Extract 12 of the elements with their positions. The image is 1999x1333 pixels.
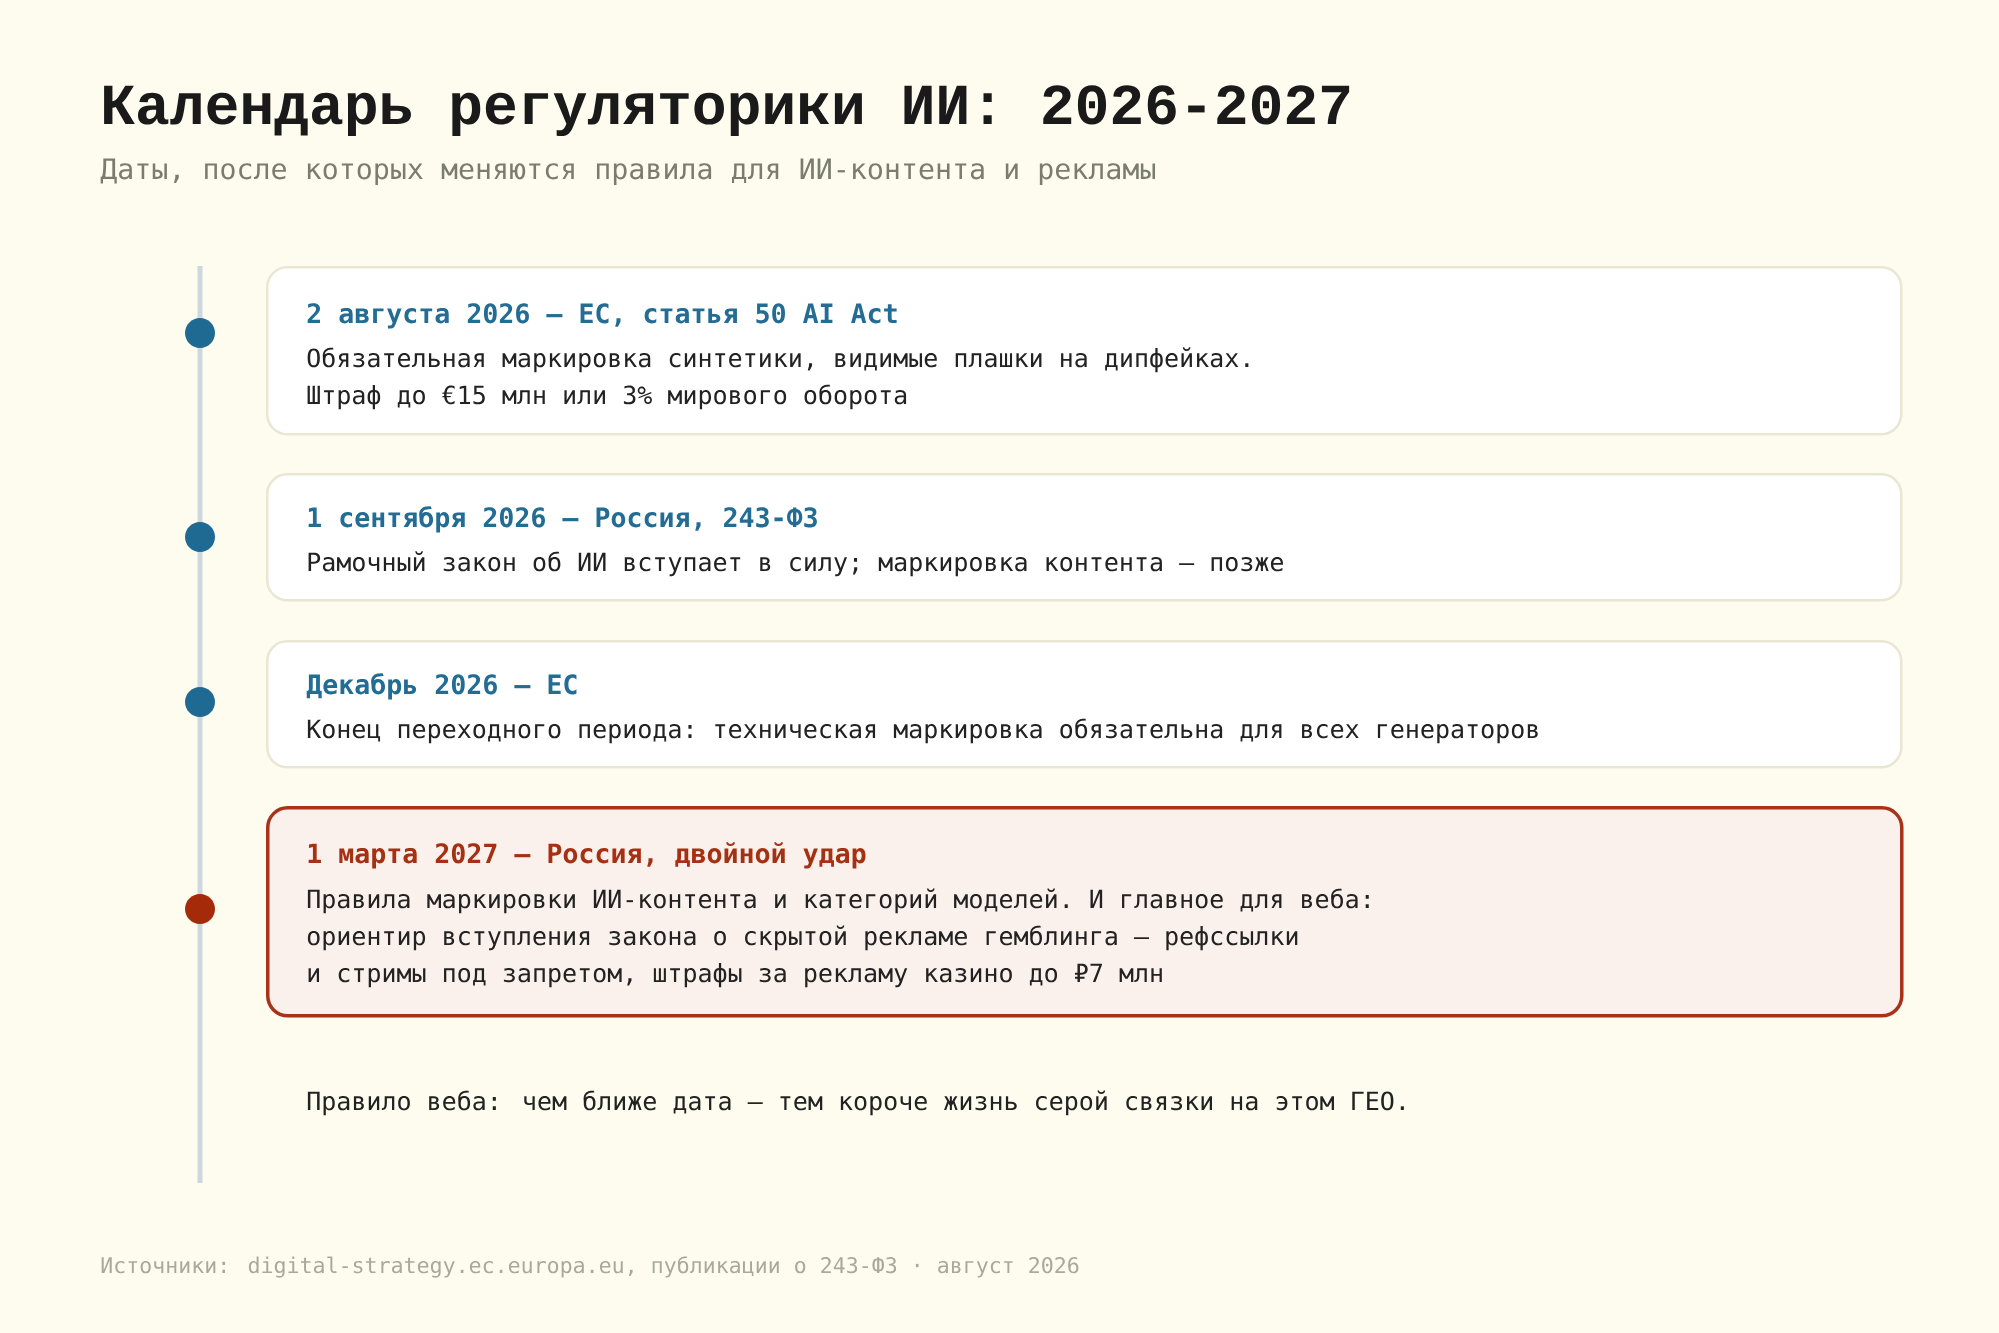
card-heading: 2 августа 2026 — ЕС, статья 50 AI Act — [307, 303, 897, 329]
card-text: Правила маркировки ИИ-контента и категорий моделей. И главное для веба: ориентир вступления закона о скрытой рекламе гемблинга — рефссылки и стримы под запретом, штрафы за рекламу казино до ₽7 млн — [307, 888, 1369, 988]
card-heading: 1 сентября 2026 — Россия, 243-ФЗ — [308, 506, 817, 533]
card-text: Рамочный закон об ИИ вступает в силу; маркировка контента — позже — [308, 551, 1283, 577]
card-text: Конец переходного периода: техническая маркировка обязательна для всех генераторов — [307, 718, 1538, 744]
subtitle: Даты, после которых меняются правила для ИИ-контента и рекламы — [100, 158, 1156, 185]
card-text: Обязательная маркировка синтетики, видимые плашки на дипфейках. Штраф до €15 млн или 3% мирового оборота — [307, 347, 1249, 410]
title: Календарь регуляторики ИИ: 2026-2027 — [104, 85, 1350, 137]
card-heading: 1 марта 2027 — Россия, двойной удар — [308, 842, 866, 869]
source-note: Источники: digital-strategy.ec.europa.eu, публикации о 243-ФЗ · август 2026 — [101, 1256, 1079, 1278]
card-heading: Декабрь 2026 — ЕС — [306, 673, 577, 700]
note-text: Правило веба: чем ближе дата — тем короче жизнь серой связки на этом ГЕО. — [307, 1090, 1404, 1116]
